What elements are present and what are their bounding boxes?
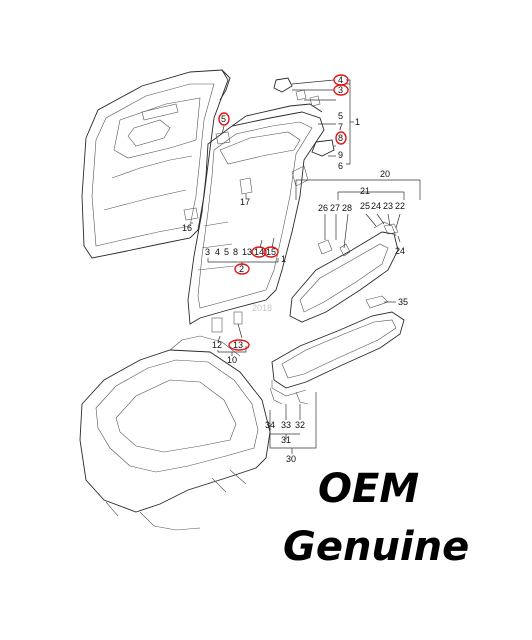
callout-3-lid: 3	[205, 247, 210, 257]
callout-27: 27	[330, 203, 340, 213]
callout-35: 35	[398, 297, 408, 307]
callout-8-lid: 8	[233, 247, 238, 257]
highlight-callout-14	[251, 246, 267, 258]
callout-31: 31	[281, 435, 291, 445]
callout-15: 15	[266, 247, 276, 257]
highlight-callout-15	[263, 246, 279, 258]
callout-5: 5	[338, 111, 343, 121]
boot-lid-drawing	[81, 69, 325, 333]
callout-33: 33	[281, 420, 291, 430]
car-body-drawing	[79, 335, 271, 531]
callout-28: 28	[342, 203, 352, 213]
watermark-text: 2018	[252, 303, 272, 313]
callout-32: 32	[295, 420, 305, 430]
highlight-callout-13-lower	[228, 339, 250, 351]
genuine-label: Genuine	[283, 524, 470, 570]
callout-23: 23	[383, 201, 393, 211]
oem-label: OEM	[318, 466, 420, 512]
highlight-callout-2	[234, 263, 250, 275]
callout-2: 2	[239, 264, 244, 274]
highlight-ovals	[218, 74, 349, 351]
callout-labels: 4 3 5 1 7 8 9 6 5 17 16 20 21 26 27 28 2…	[182, 75, 408, 464]
callout-26: 26	[318, 203, 328, 213]
highlight-callout-5-lid	[218, 112, 230, 126]
callout-21: 21	[360, 186, 370, 196]
callout-1-lid: 1	[281, 254, 286, 264]
callout-13: 13	[242, 247, 252, 257]
callout-22: 22	[395, 201, 405, 211]
callout-3: 3	[338, 85, 343, 95]
callout-5-lid: 5	[221, 114, 226, 124]
callout-12: 12	[212, 340, 222, 350]
leader-lines	[191, 79, 421, 454]
callout-4-lid: 4	[215, 247, 220, 257]
callout-24-lower: 24	[395, 246, 405, 256]
callout-20: 20	[380, 169, 390, 179]
callout-24: 24	[371, 201, 381, 211]
callout-4: 4	[338, 75, 343, 85]
callout-34: 34	[265, 420, 275, 430]
callout-30: 30	[286, 454, 296, 464]
callout-7: 7	[338, 122, 343, 132]
callout-8: 8	[338, 133, 343, 143]
callout-14: 14	[254, 247, 264, 257]
window-trim-drawing	[289, 221, 399, 323]
callout-6: 6	[338, 161, 343, 171]
callout-13-lower: 13	[233, 340, 243, 350]
highlight-callout-3	[333, 84, 349, 96]
callout-5-lid-row: 5	[224, 247, 229, 257]
callout-16: 16	[182, 223, 192, 233]
highlight-callout-8	[335, 131, 347, 145]
callout-25: 25	[360, 201, 370, 211]
callout-10: 10	[227, 355, 237, 365]
callout-17: 17	[240, 197, 250, 207]
callout-9: 9	[338, 150, 343, 160]
callout-1: 1	[355, 117, 360, 127]
